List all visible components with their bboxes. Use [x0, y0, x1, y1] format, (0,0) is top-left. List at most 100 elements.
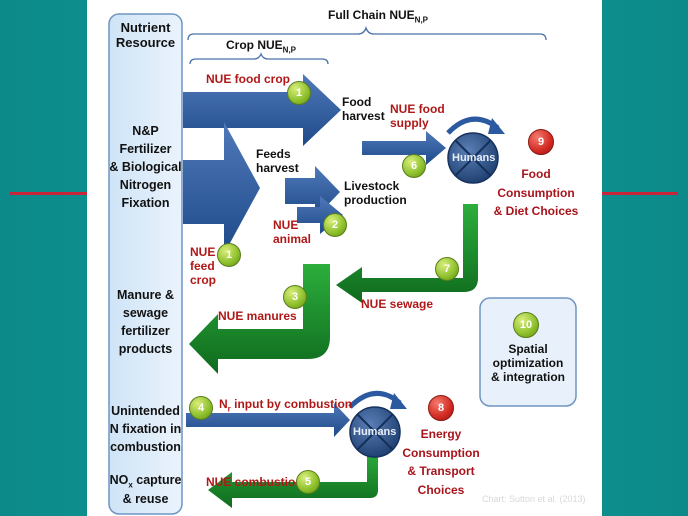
fert-line-3: & Biological: [109, 159, 182, 174]
step-8-energy: 8: [428, 395, 454, 421]
nox-capture-text: capture: [132, 473, 182, 487]
step-4-combustion-input: 4: [189, 396, 213, 420]
unintended-fixation-source: Unintended N fixation in combustion: [109, 403, 182, 457]
nox-line-1: NOx capture: [109, 472, 182, 491]
energy-consumption-label: Energy Consumption & Transport Choices: [398, 425, 484, 499]
full-chain-nue-label: Full Chain NUEN,P: [328, 8, 429, 25]
nutrient-resource-title: Nutrient Resource: [109, 20, 182, 51]
full-chain-nue-text: Full Chain NUE: [328, 8, 415, 22]
food-harvest-line1: Food: [342, 95, 372, 109]
fert-line-1: N&P: [132, 124, 159, 138]
unintended-line-1: Unintended: [111, 404, 180, 418]
food-consumption-label: Food Consumption & Diet Choices: [488, 165, 584, 221]
nox-subscript: x: [128, 480, 133, 490]
nox-capture-source: NOx capture & reuse: [109, 472, 182, 509]
step-9-food: 9: [528, 129, 554, 155]
manure-source: Manure & sewage fertilizer products: [109, 287, 182, 359]
spatial-optimization-label: Spatial optimization & integration: [480, 342, 576, 384]
step-7-sewage: 7: [435, 257, 459, 281]
spatial-optimization-box: [479, 297, 577, 407]
nue-feed-crop-label: NUE feed crop: [190, 245, 217, 287]
humans-cross-food: [454, 139, 492, 177]
manure-line-1: Manure &: [117, 288, 174, 302]
combustion-input-arrow: [186, 403, 350, 437]
nue-food-supply-label: NUE food supply: [390, 102, 445, 131]
feeds-harvest-line2: harvest: [256, 160, 299, 175]
nutrient-title-line2: Resource: [115, 34, 176, 50]
crop-nue-bracket: [189, 52, 329, 65]
crop-nue-label: Crop NUEN,P: [226, 38, 297, 55]
nue-food-supply-line1: NUE food: [390, 102, 445, 116]
nr-text: N: [219, 397, 228, 411]
left-accent-line: [10, 192, 87, 195]
food-harvest-label: Food harvest: [342, 95, 385, 124]
nue-food-crop-label: NUE food crop: [206, 72, 290, 86]
fert-line-2: Fertilizer: [119, 141, 172, 156]
fertilizer-source: N&P Fertilizer & Biological Nitrogen Fix…: [109, 123, 182, 212]
nue-animal-label: NUE animal: [273, 218, 312, 247]
unintended-line-3: combustion: [110, 439, 181, 454]
right-accent-line: [602, 192, 678, 195]
nox-text: NO: [109, 473, 129, 487]
food-consumption-line1: Food: [521, 167, 551, 181]
humans-food-label: Humans: [452, 152, 496, 164]
energy-line2: Consumption: [402, 445, 480, 460]
spatial-line3: & integration: [491, 369, 565, 384]
source-credit: Chart: Sutton et al. (2013): [482, 494, 586, 504]
energy-line3: & Transport: [407, 464, 475, 479]
food-harvest-line2: harvest: [342, 108, 385, 123]
nr-input-label: Nr input by combustion: [219, 397, 353, 414]
step-1-feed-crop: 1: [217, 243, 241, 267]
fert-line-5: Fixation: [121, 195, 170, 210]
fert-line-4: Nitrogen: [119, 177, 172, 192]
step-5-combustion-return: 5: [296, 470, 320, 494]
humans-cross-energy: [356, 413, 394, 451]
humans-curl-food-head: [488, 118, 505, 134]
humans-energy-label: Humans: [353, 426, 397, 438]
step-1-food-crop: 1: [287, 81, 311, 105]
sewage-return-arrow: [336, 204, 478, 303]
nutrient-title-line1: Nutrient: [120, 20, 171, 35]
feed-crop-arrow: [183, 122, 260, 254]
feeds-harvest-line1: Feeds: [256, 147, 291, 161]
step-3-manures: 3: [283, 285, 307, 309]
manure-line-4: products: [118, 341, 173, 356]
nue-animal-line2: animal: [273, 231, 312, 246]
nr-subscript: r: [227, 404, 231, 414]
livestock-line1: Livestock: [344, 179, 400, 193]
nue-manures-label: NUE manures: [218, 309, 297, 323]
nue-sewage-label: NUE sewage: [361, 297, 434, 311]
humans-curl-energy-head: [390, 393, 407, 409]
nr-input-text: input by combustion: [230, 397, 353, 411]
spatial-line2: optimization: [492, 355, 564, 370]
manure-return-arrow: [189, 264, 330, 374]
step-10-spatial: 10: [513, 312, 539, 338]
step-2-animal: 2: [323, 213, 347, 237]
full-chain-nue-subscript: N,P: [414, 15, 429, 25]
livestock-line2: production: [344, 192, 407, 207]
nue-combustion-label: NUE combustion: [206, 475, 303, 489]
spatial-line1: Spatial: [508, 342, 548, 356]
full-chain-bracket: [187, 25, 547, 41]
nue-food-supply-line2: supply: [390, 115, 429, 130]
energy-line4: Choices: [417, 482, 465, 497]
unintended-line-2: N fixation in: [109, 421, 182, 436]
crop-nue-text: Crop NUE: [226, 38, 283, 52]
energy-line1: Energy: [420, 427, 462, 441]
step-6-food-supply: 6: [402, 154, 426, 178]
nue-feed-crop-line1: NUE: [190, 245, 216, 259]
nue-feed-crop-line3: crop: [190, 272, 217, 287]
nox-line-2: & reuse: [122, 491, 169, 506]
crop-nue-subscript: N,P: [282, 45, 297, 55]
livestock-production-label: Livestock production: [344, 179, 407, 208]
nue-animal-line1: NUE: [273, 218, 299, 232]
nutrient-resource-panel: [108, 13, 183, 515]
nue-feed-crop-line2: feed: [190, 258, 215, 273]
feeds-harvest-label: Feeds harvest: [256, 147, 299, 176]
manure-line-3: fertilizer: [121, 323, 170, 338]
food-consumption-line2: Consumption: [497, 185, 575, 200]
combustion-return-arrow: [208, 450, 378, 508]
food-consumption-line3: & Diet Choices: [493, 204, 579, 219]
manure-line-2: sewage: [122, 305, 169, 320]
